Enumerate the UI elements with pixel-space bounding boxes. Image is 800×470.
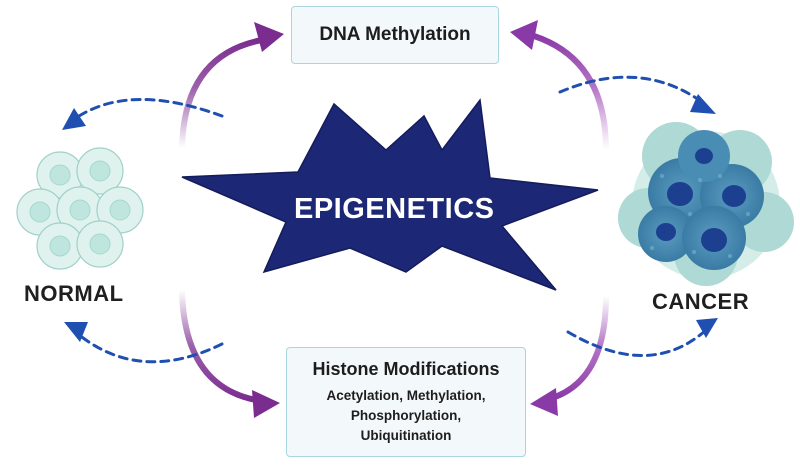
dashed-arrow-bottom-left [76,332,224,364]
histone-modifications-title: Histone Modifications [312,359,500,379]
dashed-arrowhead-top-right [690,94,716,114]
cancer-label: CANCER [652,289,750,314]
histone-modifications-box: Histone Modifications Acetylation, Methy… [286,347,526,457]
cancer-cell-speckles [650,174,750,258]
dashed-blue-arrows [74,75,708,364]
epigenetics-starburst [181,98,599,291]
cancer-cells-icon [618,122,794,286]
histone-modification-line: Ubiquitination [360,428,452,443]
dashed-arrow-top-right [558,75,704,104]
normal-label: NORMAL [24,281,124,306]
dna-methylation-label: DNA Methylation [319,24,471,45]
dashed-arrow-bottom-right [566,328,708,357]
dashed-arrow-top-left [74,98,224,120]
normal-cell-nuclei [29,160,131,257]
arrowhead-dna-left [254,22,284,52]
arrow-cancer-to-histone-modifications [549,293,609,401]
arrow-normal-to-histone-modifications [179,287,259,403]
arrowhead-dna-right [510,20,538,50]
cancer-cell-nuclei [656,148,746,252]
dashed-arrowhead-bottom-right [696,318,718,338]
dna-methylation-box: DNA Methylation [291,6,499,64]
purple-cycle-arrows [179,20,609,418]
dashed-arrowhead-top-left [62,108,86,130]
dashed-arrowhead-bottom-left [64,322,88,342]
arrowhead-histone-right [530,388,558,416]
arrowhead-histone-left [252,390,280,418]
epigenetics-label: EPIGENETICS [294,193,495,225]
arrow-normal-to-dna-methylation [179,37,265,151]
histone-modification-line: Phosphorylation, [350,408,462,423]
histone-modification-line: Acetylation, Methylation, [326,388,486,403]
arrow-cancer-to-dna-methylation [531,33,609,153]
dashed-arrowheads [62,94,718,342]
